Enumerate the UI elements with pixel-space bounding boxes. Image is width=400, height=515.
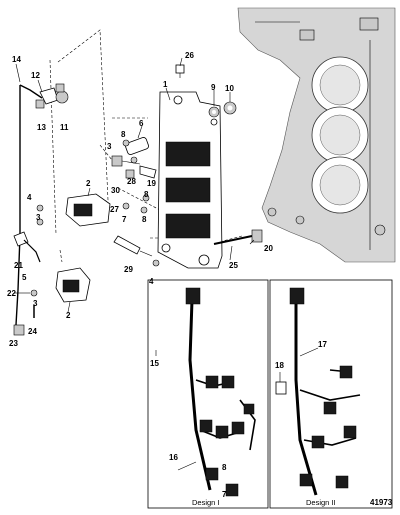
callout-21: 21	[14, 261, 23, 270]
callout-6: 6	[139, 119, 144, 128]
callout-20: 20	[264, 244, 273, 253]
callout-15: 15	[150, 359, 159, 368]
callout-11: 11	[60, 123, 69, 132]
engine-block	[237, 7, 396, 263]
callout-22: 22	[7, 289, 16, 298]
callout-5: 5	[22, 273, 27, 282]
callout-8-low: 8	[142, 215, 147, 224]
wire-harness-design-2	[275, 287, 361, 496]
callout-7-bottom: 7	[222, 490, 227, 499]
callout-30: 30	[111, 186, 120, 195]
callout-17: 17	[318, 340, 327, 349]
callout-3-low: 3	[33, 299, 38, 308]
callout-12: 12	[31, 71, 40, 80]
callout-labels: 1 26 9 10 6 8 3 30 28 19 8 27 7 8 2 29 4…	[7, 51, 327, 499]
callout-27: 27	[110, 205, 119, 214]
caption-design-2: Design II	[306, 498, 336, 507]
mounting-plate	[157, 91, 223, 269]
callout-8-mid: 8	[144, 190, 149, 199]
callout-3-mid: 3	[36, 213, 41, 222]
callout-16: 16	[169, 453, 178, 462]
design-panels	[147, 279, 393, 509]
callout-4-low: 4	[149, 277, 154, 286]
callout-8-bottom: 8	[222, 463, 227, 472]
drawing-number: 41973	[370, 498, 393, 507]
callout-28: 28	[127, 177, 136, 186]
callout-1: 1	[163, 80, 168, 89]
hose-assembly	[13, 83, 69, 336]
callout-3-top: 3	[107, 142, 112, 151]
leader-lines	[14, 57, 319, 471]
callout-8-top: 8	[121, 130, 126, 139]
callout-10: 10	[225, 84, 234, 93]
callout-19: 19	[147, 179, 156, 188]
callout-29: 29	[124, 265, 133, 274]
callout-14: 14	[12, 55, 21, 64]
ignition-coils	[55, 193, 111, 303]
callout-7-mid: 7	[122, 215, 127, 224]
callout-24: 24	[28, 327, 37, 336]
callout-18: 18	[275, 361, 284, 370]
callout-2-low: 2	[66, 311, 71, 320]
callout-2-top: 2	[86, 179, 91, 188]
callout-4-top: 4	[27, 193, 32, 202]
callout-13: 13	[37, 123, 46, 132]
caption-design-1: Design I	[192, 498, 220, 507]
callout-9: 9	[211, 83, 216, 92]
callout-26: 26	[185, 51, 194, 60]
wire-harness-design-1	[185, 287, 256, 497]
callout-23: 23	[9, 339, 18, 348]
callout-25: 25	[229, 261, 238, 270]
